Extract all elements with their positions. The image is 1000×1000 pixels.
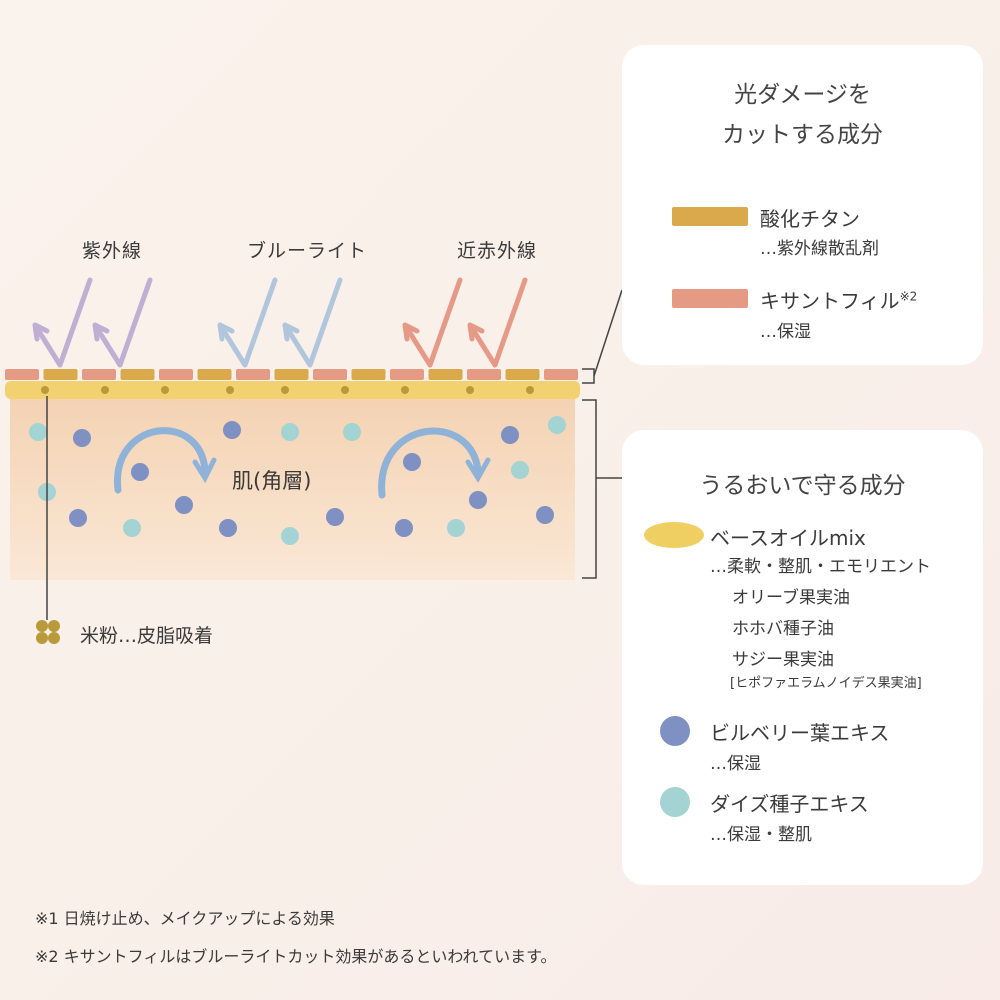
xanthophyll-brick (313, 369, 347, 380)
titanium-oxide-desc: …紫外線散乱剤 (760, 239, 879, 259)
oil-olive: オリーブ果実油 (732, 588, 850, 608)
uv-cut-ingredients-card: 光ダメージを カットする成分 酸化チタン …紫外線散乱剤 キサントフィル※2 …… (622, 45, 983, 365)
titanium-brick (120, 369, 155, 380)
titanium-brick (351, 369, 386, 380)
reflected-arrow (32, 277, 93, 368)
light-arrows (32, 277, 528, 368)
xanthophyll-swatch (672, 289, 748, 308)
bilberry-dot (403, 453, 421, 471)
titanium-oxide-swatch (672, 207, 748, 226)
xanthophyll-brick (544, 369, 578, 380)
circulation-arrows (114, 427, 491, 499)
oil-seabuckthorn: サジー果実油 (732, 650, 834, 670)
skin-label: 肌(角層) (232, 469, 312, 493)
bilberry-dot (660, 716, 690, 746)
bilberry-dot (395, 519, 413, 537)
soy-dot (281, 527, 299, 545)
bilberry-dot (223, 421, 241, 439)
titanium-brick (505, 369, 540, 380)
xanthophyll-brick (236, 369, 270, 380)
soy-dot (123, 519, 141, 537)
oil-name: ベースオイルmix (710, 526, 866, 550)
xanthophyll-brick (390, 369, 424, 380)
uv-label: 紫外線 (81, 240, 143, 262)
soy-dot (548, 416, 566, 434)
card-title-line1: 光ダメージを (734, 82, 871, 108)
xanthophyll-name: キサントフィル (760, 289, 900, 313)
rice-powder-icon (36, 620, 60, 644)
reflected-arrow (282, 277, 343, 368)
rice-powder-particle (281, 386, 289, 394)
oil-layer (5, 381, 580, 399)
brick-layer (5, 369, 578, 380)
xanthophyll-brick (82, 369, 116, 380)
footnote-2: ※2 キサントフィルはブルーライトカット効果があるといわれています。 (35, 947, 557, 966)
titanium-brick (43, 369, 78, 380)
bilberry-dot (131, 463, 149, 481)
soy-desc: …保湿・整肌 (710, 825, 812, 845)
rice-powder-particle (401, 386, 409, 394)
blue-light-label: ブルーライト (246, 240, 368, 262)
bilberry-name: ビルベリー葉エキス (710, 721, 890, 745)
bilberry-dot (219, 519, 237, 537)
soy-dot (343, 423, 361, 441)
bilberry-dot (73, 429, 91, 447)
bilberry-desc: …保湿 (710, 754, 761, 774)
xanthophyll-desc: …保湿 (760, 322, 811, 342)
rice-powder-particle (466, 386, 474, 394)
bilberry-dot (501, 426, 519, 444)
xanthophyll-brick (159, 369, 193, 380)
xanthophyll-brick (467, 369, 501, 380)
bilberry-dot (69, 509, 87, 527)
soy-name: ダイズ種子エキス (710, 792, 869, 816)
bilberry-dot (326, 508, 344, 526)
soy-dot (29, 423, 47, 441)
titanium-brick (428, 369, 463, 380)
rice-powder-particle (341, 386, 349, 394)
card-title-line2: カットする成分 (722, 122, 883, 148)
moisture-dots (29, 416, 566, 545)
footnote-1: ※1 日焼け止め、メイクアップによる効果 (35, 909, 335, 928)
reflected-arrow (92, 277, 153, 368)
bilberry-dot (536, 506, 554, 524)
card-title: うるおいで守る成分 (699, 473, 906, 499)
oil-desc: …柔軟・整肌・エモリエント (710, 557, 931, 577)
bilberry-dot (469, 491, 487, 509)
rice-powder-layer (41, 386, 534, 394)
soy-dot (660, 787, 690, 817)
soy-dot (511, 461, 529, 479)
rice-powder-particle (41, 386, 49, 394)
titanium-brick (197, 369, 232, 380)
titanium-oxide-name: 酸化チタン (760, 207, 860, 231)
oil-jojoba: ホホバ種子油 (732, 619, 834, 639)
soy-dot (281, 423, 299, 441)
footnote-ref: ※2 (899, 289, 918, 304)
rice-powder-particle (226, 386, 234, 394)
rice-powder-label: 米粉…皮脂吸着 (80, 625, 214, 647)
rice-powder-particle (161, 386, 169, 394)
reflected-arrow (467, 277, 528, 368)
xanthophyll-brick (5, 369, 39, 380)
reflected-arrow (217, 277, 278, 368)
soy-dot (447, 519, 465, 537)
bilberry-dot (175, 496, 193, 514)
oil-seabuckthorn-inci: [ヒポファエラムノイデス果実油] (730, 676, 922, 691)
titanium-brick (274, 369, 309, 380)
brackets (46, 289, 623, 620)
reflected-arrow (402, 277, 463, 368)
near-infrared-label: 近赤外線 (456, 240, 538, 262)
oil-swatch (644, 522, 704, 548)
rice-powder-particle (101, 386, 109, 394)
rice-powder-particle (526, 386, 534, 394)
moisture-ingredients-card: うるおいで守る成分 ベースオイルmix …柔軟・整肌・エモリエント オリーブ果実… (622, 430, 983, 885)
